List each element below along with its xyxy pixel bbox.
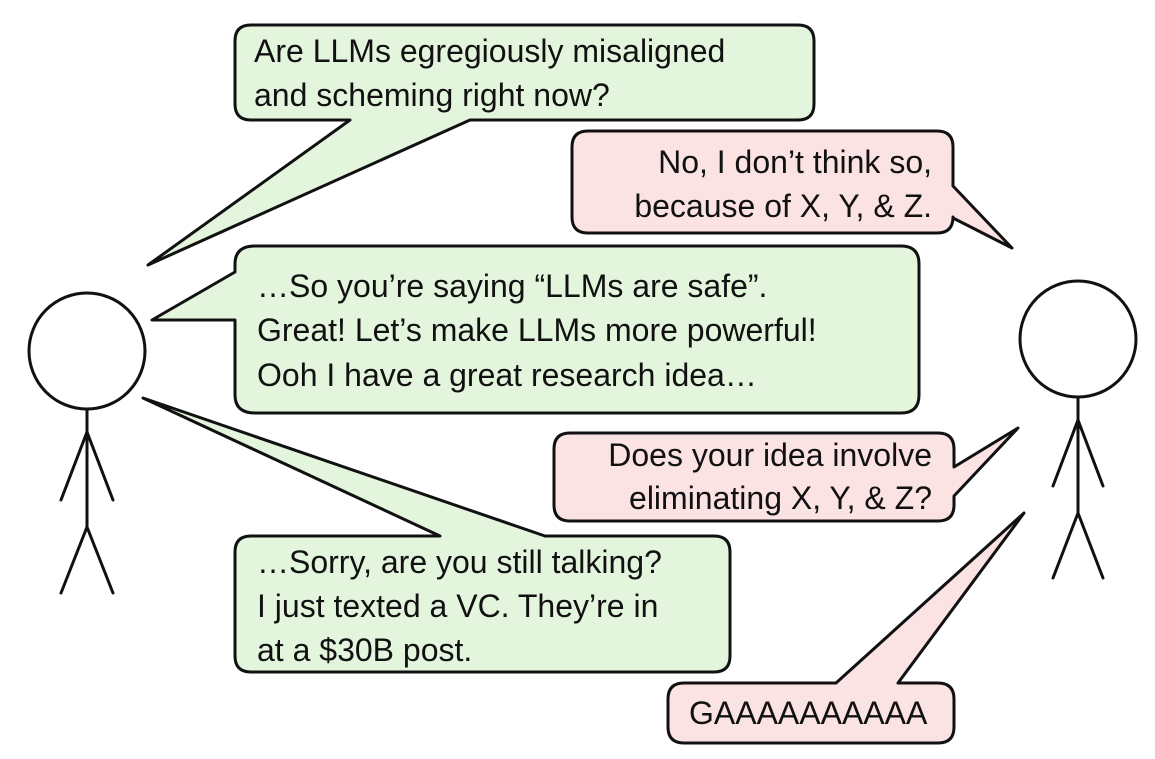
speech-bubble-5-line-3: at a $30B post. — [257, 632, 472, 668]
right-figure-left-leg — [1051, 511, 1080, 580]
speech-bubble-1-line-2: and scheming right now? — [254, 77, 610, 113]
speech-bubble-3: …So you’re saying “LLMs are safe”. Great… — [150, 244, 921, 415]
speech-bubble-6: GAAAAAAAAAA — [666, 511, 1026, 745]
speech-bubble-3-line-3: Ooh I have a great research idea… — [257, 357, 757, 393]
speech-bubble-3-line-2: Great! Let’s make LLMs more powerful! — [257, 312, 817, 348]
speech-bubble-5-line-2: I just texted a VC. They’re in — [257, 588, 658, 624]
speech-bubble-1: Are LLMs egregiously misaligned and sche… — [146, 23, 816, 267]
speech-bubble-4: Does your idea involve eliminating X, Y,… — [552, 426, 1020, 523]
speech-bubble-5: …Sorry, are you still talking? I just te… — [141, 396, 732, 674]
speech-bubble-6-line-1: GAAAAAAAAAA — [689, 695, 928, 731]
left-figure-left-arm — [59, 430, 89, 502]
speech-bubble-2-line-2: because of X, Y, & Z. — [634, 188, 932, 224]
speech-bubble-1-outline — [146, 23, 816, 267]
speech-bubble-4-line-2: eliminating X, Y, & Z? — [629, 480, 932, 516]
speech-bubble-2-line-1: No, I don’t think so, — [658, 144, 932, 180]
speech-bubble-2-outline — [570, 129, 1014, 250]
left-stick-figure — [27, 291, 147, 595]
speech-bubble-4-outline — [552, 426, 1020, 523]
left-figure-right-arm — [85, 430, 115, 502]
speech-bubble-4-line-1: Does your idea involve — [608, 437, 932, 473]
speech-bubble-3-line-1: …So you’re saying “LLMs are safe”. — [257, 268, 767, 304]
speech-bubble-5-outline — [141, 396, 732, 674]
speech-bubble-3-outline — [150, 244, 921, 415]
right-figure-right-arm — [1076, 418, 1105, 488]
speech-bubble-1-line-1: Are LLMs egregiously misaligned — [254, 33, 725, 69]
speech-bubble-5-line-1: …Sorry, are you still talking? — [257, 544, 662, 580]
speech-bubble-2: No, I don’t think so, because of X, Y, &… — [570, 129, 1014, 250]
right-stick-figure — [1018, 279, 1138, 580]
left-figure-head — [27, 291, 147, 411]
right-figure-right-leg — [1076, 511, 1105, 580]
left-figure-right-leg — [85, 525, 115, 595]
right-figure-head — [1018, 279, 1138, 399]
right-figure-left-arm — [1051, 418, 1080, 488]
speech-bubble-6-outline — [666, 511, 1026, 745]
left-figure-left-leg — [59, 525, 89, 595]
